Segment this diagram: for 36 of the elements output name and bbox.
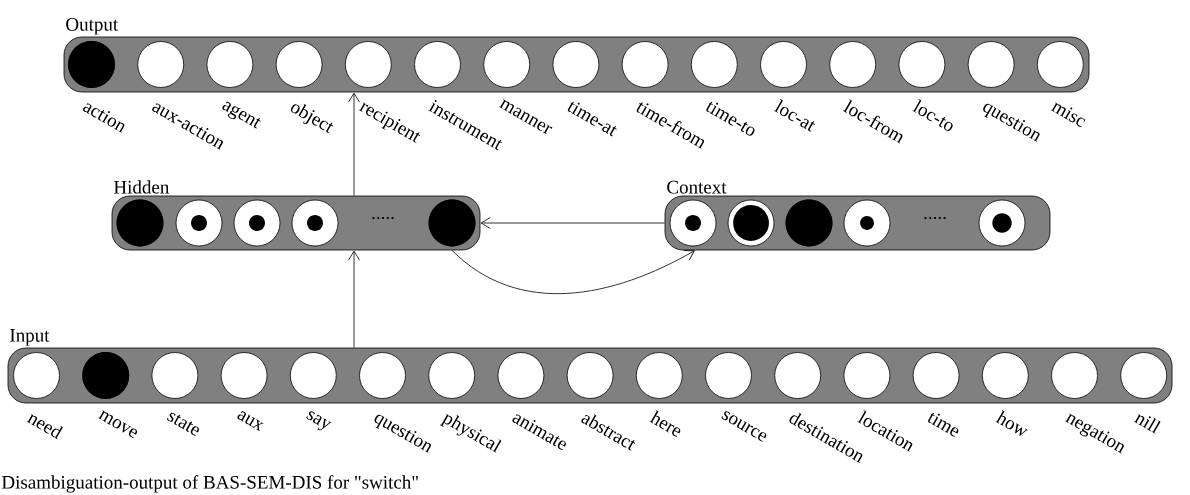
unit-circle (843, 199, 891, 247)
unit-circle (727, 199, 775, 247)
arrow (480, 217, 665, 229)
caption: Disambiguation-output of BAS-SEM-DIS for "switch" (1, 475, 418, 493)
node-label: Hidden (113, 180, 170, 194)
ellipsis: ..... (924, 216, 946, 220)
unit-label: loc-to (912, 99, 953, 131)
unit-label: say (306, 411, 332, 431)
unit-label: misc (1050, 102, 1086, 127)
arrow (348, 250, 360, 348)
unit-label: agent (222, 101, 261, 129)
unit-label: time (928, 412, 959, 437)
unit-circle (428, 199, 476, 247)
node-label: Context (667, 180, 727, 194)
unit-label: how (995, 410, 1028, 436)
unit-label: move (98, 410, 138, 438)
arrow (348, 92, 360, 196)
unit-circle (978, 199, 1026, 247)
unit-circle (116, 199, 164, 247)
node-label: Input (10, 329, 50, 346)
unit-circle (291, 199, 339, 247)
unit-label: action (83, 103, 125, 133)
unit-circle (785, 199, 833, 247)
unit-circle (233, 199, 281, 247)
unit-label: state (166, 412, 199, 436)
node-label: Output (66, 17, 119, 35)
unit-label: here (649, 410, 681, 437)
unit-label: aux (237, 411, 264, 432)
unit-circle (175, 199, 223, 247)
unit-label: nill (1134, 414, 1161, 434)
unit-label: source (721, 411, 767, 442)
unit-label: need (26, 414, 63, 440)
unit-label: object (290, 103, 334, 134)
ellipsis: ..... (372, 216, 394, 220)
arrow (451, 250, 695, 294)
unit-circle (669, 199, 717, 247)
